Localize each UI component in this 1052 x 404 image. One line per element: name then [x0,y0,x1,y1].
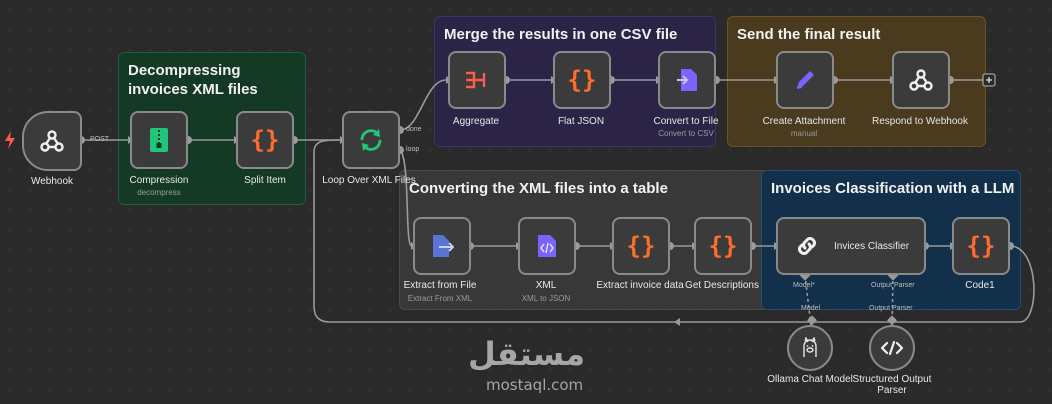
convert-to-file-subtitle: Convert to CSV [658,129,714,138]
loop-arrows-icon [358,127,384,153]
loop-label: Loop Over XML Files [322,175,416,186]
aggregate-icon [464,69,490,91]
ollama-chat-model-node[interactable] [787,325,833,371]
loop-output-label: loop [406,146,420,153]
ollama-chat-model-label: Ollama Chat Model [767,374,853,385]
code-tag-icon [881,340,903,356]
xml-node[interactable] [518,217,576,275]
create-attachment-label: Create Attachment [762,116,846,127]
respond-to-webhook-node[interactable] [892,51,950,109]
invoices-classifier-label: Invices Classifier [834,240,910,252]
code-braces-icon: {} [708,232,738,260]
invoices-classifier-node[interactable]: Invices Classifier [776,217,926,275]
sticky-merge-title: Merge the results in one CSV file [444,26,678,43]
zip-file-icon [149,127,169,153]
parser-port-label: Output Parser [869,305,913,312]
trigger-bolt-icon [4,131,16,154]
extract-from-file-subtitle: Extract From XML [407,294,473,303]
file-extract-icon [430,234,454,258]
sticky-convert-title: Converting the XML files into a table [409,180,668,197]
post-edge-label: POST [90,136,110,143]
mostaql-watermark-latin: mostaql.com [486,376,584,394]
convert-to-file-node[interactable] [658,51,716,109]
code-braces-icon: {} [250,126,280,154]
sticky-decompress-title: Decompressing invoices XML files [128,62,258,98]
done-output-label: done [406,126,422,133]
loop-node[interactable] [342,111,400,169]
code-braces-icon: {} [626,232,656,260]
add-node-plus-icon[interactable] [983,74,995,86]
extract-invoice-data-label: Extract invoice data [596,280,684,291]
aggregate-node[interactable] [448,51,506,109]
sticky-send-title: Send the final result [737,26,881,43]
convert-to-file-label: Convert to File [653,116,719,127]
get-descriptions-node[interactable]: {} [694,217,752,275]
compression-subtitle: decompress [137,188,181,197]
xml-subtitle: XML to JSON [521,294,571,303]
flat-json-node[interactable]: {} [553,51,611,109]
webhook-node[interactable] [22,111,82,171]
create-attachment-node[interactable] [776,51,834,109]
compression-label: Compression [129,175,189,186]
flat-json-label: Flat JSON [557,116,605,127]
code1-label: Code1 [965,280,995,291]
compression-node[interactable] [130,111,188,169]
model-port-label: Model [801,305,821,312]
file-convert-icon [676,68,698,92]
code1-node[interactable]: {} [952,217,1010,275]
llama-icon [800,337,820,359]
get-descriptions-label: Get Descriptions [685,280,759,291]
xml-file-icon [537,234,557,258]
extract-invoice-data-node[interactable]: {} [612,217,670,275]
parser-handle-label: Output Parser [871,282,915,289]
code-braces-icon: {} [567,66,597,94]
create-attachment-subtitle: manual [790,129,818,138]
chain-link-icon [794,233,820,259]
extract-from-file-node[interactable] [413,217,471,275]
webhook-icon [39,128,65,154]
extract-from-file-label: Extract from File [403,280,477,291]
split-item-label: Split Item [244,175,286,186]
pencil-icon [793,68,817,92]
webhook-label: Webhook [30,176,74,187]
mostaql-watermark-arabic: مستقل [468,335,586,373]
sticky-classify-title: Invoices Classification with a LLM [771,180,1015,197]
structured-output-parser-node[interactable] [869,325,915,371]
structured-output-parser-label: Structured Output Parser [852,374,932,396]
split-item-node[interactable]: {} [236,111,294,169]
webhook-icon [908,67,934,93]
aggregate-label: Aggregate [452,116,500,127]
code-braces-icon: {} [966,232,996,260]
xml-label: XML [535,280,557,291]
respond-to-webhook-label: Respond to Webhook [872,116,968,127]
model-handle-label: Model* [793,282,815,289]
